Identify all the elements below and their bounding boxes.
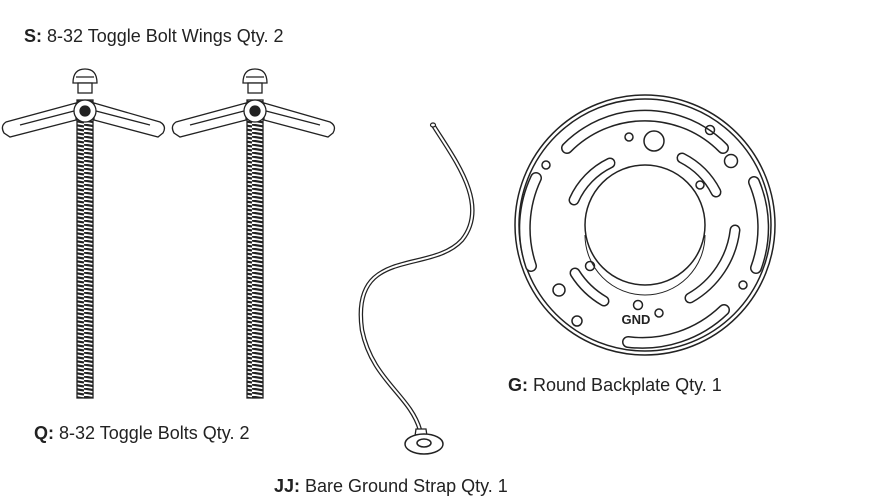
hole <box>624 132 634 142</box>
hole <box>541 160 551 170</box>
wing-1-pivot <box>79 105 91 117</box>
ground-strap <box>358 122 475 455</box>
toggle-bolt-1 <box>1 68 166 399</box>
hole <box>584 260 596 272</box>
bolt-2-screw-head <box>242 68 268 84</box>
bolts-label: Q: 8-32 Toggle Bolts Qty. 2 <box>34 423 249 444</box>
strap-label: JJ: Bare Ground Strap Qty. 1 <box>274 476 508 497</box>
hole <box>704 124 716 136</box>
bolt-1-screw-head <box>72 68 98 84</box>
wings-text: 8-32 Toggle Bolt Wings Qty. 2 <box>47 26 284 46</box>
strap-text: Bare Ground Strap Qty. 1 <box>305 476 508 496</box>
backplate-label: G: Round Backplate Qty. 1 <box>508 375 722 396</box>
hole <box>738 280 748 290</box>
hole <box>695 180 705 190</box>
strap-code: JJ: <box>274 476 301 496</box>
backplate-code: G: <box>508 375 528 395</box>
backplate-outer-rim <box>514 94 776 356</box>
bolts-code: Q: <box>34 423 54 443</box>
wings-code: S: <box>24 26 42 46</box>
wing-2-pivot <box>249 105 261 117</box>
hole <box>571 315 583 327</box>
bolt-2-threaded-shaft <box>246 99 264 399</box>
backplate-text: Round Backplate Qty. 1 <box>533 375 722 395</box>
hole <box>643 130 665 152</box>
ground-wire <box>358 123 475 431</box>
backplate-center-hole <box>584 164 706 286</box>
toggle-bolt-2 <box>171 68 336 399</box>
wings-label: S: 8-32 Toggle Bolt Wings Qty. 2 <box>24 26 283 47</box>
gnd-stamp: GND <box>622 312 651 327</box>
hole <box>632 299 644 311</box>
hole <box>723 153 739 169</box>
bolt-1-threaded-shaft <box>76 99 94 399</box>
round-backplate: GND <box>514 94 776 356</box>
hole <box>654 308 664 318</box>
hole <box>552 283 566 297</box>
bolts-text: 8-32 Toggle Bolts Qty. 2 <box>59 423 250 443</box>
